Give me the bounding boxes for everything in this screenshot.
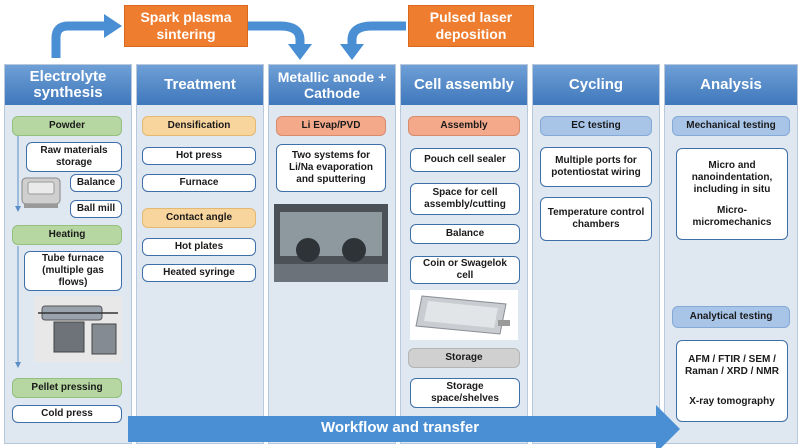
temperature-chambers: Temperature control chambers (540, 197, 652, 241)
balance-item: Balance (70, 174, 122, 192)
spark-plasma-sintering-box: Spark plasma sintering (124, 5, 248, 47)
column-header: Analysis (665, 65, 797, 105)
pouch-cell-sealer: Pouch cell sealer (410, 148, 520, 172)
storage-shelves: Storage space/shelves (410, 378, 520, 408)
mechanical-testing-step: Mechanical testing (672, 116, 790, 136)
cold-press-item: Cold press (12, 405, 122, 423)
assembly-step: Assembly (408, 116, 520, 136)
column-header: Cycling (533, 65, 659, 105)
analytical-testing-list: AFM / FTIR / SEM / Raman / XRD / NMR X-r… (676, 340, 788, 422)
heated-syringe-item: Heated syringe (142, 264, 256, 282)
xray-tomography-item: X-ray tomography (689, 396, 775, 407)
column-header: Treatment (137, 65, 263, 105)
ball-mill-item: Ball mill (70, 200, 122, 218)
mechanical-testing-list: Micro and nanoindentation, including in … (676, 148, 788, 240)
contact-angle-step: Contact angle (142, 208, 256, 228)
pellet-pressing-step: Pellet pressing (12, 378, 122, 398)
raw-materials-storage: Raw materials storage (26, 142, 122, 172)
pulsed-laser-deposition-box: Pulsed laser deposition (408, 5, 534, 47)
densification-step: Densification (142, 116, 256, 136)
nanoindentation-item: Micro and nanoindentation, including in … (691, 159, 773, 195)
li-evap-pvd-step: Li Evap/PVD (276, 116, 386, 136)
heating-step: Heating (12, 225, 122, 245)
afm-ftir-sem-raman-xrd-nmr-item: AFM / FTIR / SEM / Raman / XRD / NMR (685, 354, 779, 377)
tube-furnace-photo (34, 296, 122, 362)
workflow-label: Workflow and transfer (320, 419, 480, 436)
furnace-item: Furnace (142, 174, 256, 192)
pouch-cell-photo (410, 290, 518, 340)
balance-item: Balance (410, 224, 520, 244)
column-header: Electrolyte synthesis (5, 65, 131, 105)
glovebox-photo (274, 204, 388, 282)
balance-photo (21, 177, 61, 208)
column-header: Metallic anode + Cathode (269, 65, 395, 105)
coin-swagelok-cell: Coin or Swagelok cell (410, 256, 520, 284)
assembly-cutting-space: Space for cell assembly/cutting (410, 183, 520, 215)
hot-plates-item: Hot plates (142, 238, 256, 256)
analytical-testing-step: Analytical testing (672, 306, 790, 328)
evaporation-sputtering-systems: Two systems for Li/Na evaporation and sp… (276, 144, 386, 192)
powder-step: Powder (12, 116, 122, 136)
storage-step: Storage (408, 348, 520, 368)
potentiostat-ports: Multiple ports for potentiostat wiring (540, 147, 652, 187)
tube-furnace-item: Tube furnace (multiple gas flows) (24, 251, 122, 291)
column-header: Cell assembly (401, 65, 527, 105)
hot-press-item: Hot press (142, 147, 256, 165)
ec-testing-step: EC testing (540, 116, 652, 136)
micromechanics-item: Micro-micromechanics (692, 204, 772, 228)
